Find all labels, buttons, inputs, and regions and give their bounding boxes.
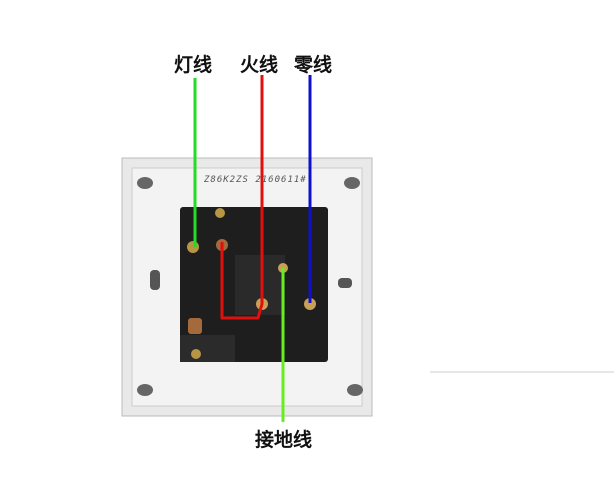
model-imprint: Z86K2ZS 2160611# xyxy=(204,175,307,185)
terminal-screw-icon xyxy=(215,208,225,218)
screw-hole-icon xyxy=(347,384,363,396)
terminal-screw-icon xyxy=(191,349,201,359)
ground-wire-label: 接地线 xyxy=(255,429,313,451)
screw-hole-icon xyxy=(137,177,153,189)
terminal-screw-icon xyxy=(187,241,199,253)
live-wire-line xyxy=(220,75,264,320)
live-wire-label: 火线 xyxy=(240,54,279,76)
lamp-wire-label: 灯线 xyxy=(174,54,213,76)
screw-hole-icon xyxy=(344,177,360,189)
terminal-block xyxy=(180,207,328,362)
terminal-screw-icon xyxy=(304,298,316,310)
neutral-wire-label: 零线 xyxy=(294,54,333,76)
screw-hole-icon xyxy=(137,384,153,396)
